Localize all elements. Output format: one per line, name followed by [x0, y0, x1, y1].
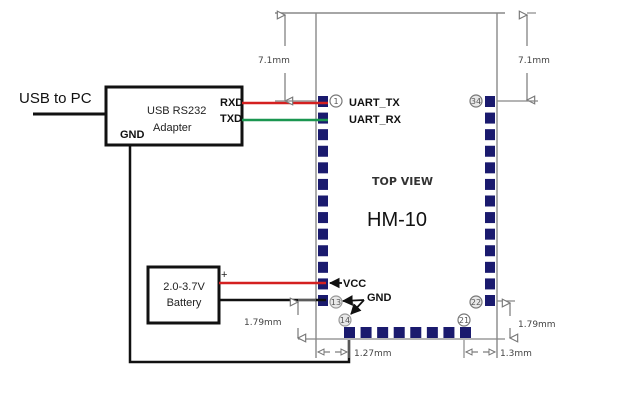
pad-pin-25 — [485, 245, 495, 257]
dimension-bottom-right-horizontal-label: 1.3mm — [500, 349, 532, 359]
pad-pin-9 — [318, 228, 328, 240]
pad-pin-4 — [318, 145, 328, 157]
pad-pin-7 — [318, 195, 328, 207]
pad-pin-15 — [360, 327, 372, 338]
dimension-top-right-label: 7.1mm — [518, 56, 550, 66]
pad-pin-19 — [426, 327, 438, 338]
pad-pin-29 — [485, 178, 495, 190]
svg-text:34: 34 — [471, 97, 481, 106]
pin-marker-1: 1 — [329, 94, 343, 108]
pad-pin-22 — [485, 295, 495, 306]
pad-pin-18 — [410, 327, 422, 338]
pin-marker-13: 13 — [329, 295, 343, 309]
pad-pin-33 — [485, 112, 495, 124]
vcc-label: VCC — [343, 278, 366, 290]
pad-pin-30 — [485, 162, 495, 174]
pad-pin-16 — [377, 327, 389, 338]
pad-pin-23 — [485, 278, 495, 290]
pad-pin-2 — [318, 112, 328, 124]
svg-text:21: 21 — [459, 316, 469, 325]
dimension-bottom-left-vertical: 1.79mm — [244, 300, 316, 338]
pad-pin-3 — [318, 129, 328, 141]
dimension-top-left-label: 7.1mm — [258, 56, 290, 66]
gnd-label: GND — [367, 292, 392, 304]
uart-rx-label: UART_RX — [349, 114, 402, 126]
gnd-arrow-pin13 — [341, 295, 365, 306]
dimension-bottom-left-horizontal: 1.27mm — [316, 340, 392, 359]
adapter-txd-label: TXD — [220, 113, 242, 125]
module-title: HM-10 — [367, 209, 427, 231]
pin-marker-14: 14 — [338, 313, 352, 327]
usb-rs232-adapter: USB RS232 Adapter RXD TXD GND — [104, 85, 244, 147]
pad-pin-24 — [485, 261, 495, 273]
pads-bottom-row — [344, 327, 471, 338]
adapter-rxd-label: RXD — [220, 97, 243, 109]
dimension-bottom-left-horizontal-label: 1.27mm — [354, 349, 392, 359]
battery-box — [146, 265, 221, 325]
pads-right-column — [485, 96, 495, 306]
adapter-gnd-label: GND — [120, 129, 145, 141]
dimension-top-right: 7.1mm — [497, 13, 550, 101]
battery-line2: Battery — [167, 297, 202, 309]
svg-text:22: 22 — [471, 298, 481, 307]
adapter-line2: Adapter — [153, 122, 192, 134]
adapter-line1: USB RS232 — [147, 105, 206, 117]
pin-marker-21: 21 — [457, 313, 471, 327]
pad-pin-21 — [460, 327, 471, 338]
pad-pin-5 — [318, 162, 328, 174]
pad-pin-20 — [443, 327, 455, 338]
battery-plus-label: + — [221, 269, 227, 281]
dimension-bottom-left-vertical-label: 1.79mm — [244, 318, 282, 328]
pad-pin-14 — [344, 327, 355, 338]
pad-pin-17 — [393, 327, 405, 338]
pad-pin-1 — [318, 96, 328, 107]
pad-pin-27 — [485, 212, 495, 224]
usb-to-pc-label: USB to PC — [19, 90, 92, 107]
pads-left-column — [318, 96, 328, 306]
pad-pin-10 — [318, 245, 328, 257]
svg-text:13: 13 — [331, 298, 341, 307]
battery-line1: 2.0-3.7V — [163, 281, 205, 293]
pin-marker-22: 22 — [469, 295, 483, 309]
pad-pin-34 — [485, 96, 495, 107]
uart-tx-label: UART_TX — [349, 97, 400, 109]
dimension-bottom-right-vertical-label: 1.79mm — [518, 320, 556, 330]
adapter-box — [104, 85, 244, 147]
pad-pin-31 — [485, 145, 495, 157]
pad-pin-28 — [485, 195, 495, 207]
pad-pin-26 — [485, 228, 495, 240]
pad-pin-32 — [485, 129, 495, 141]
svg-text:1: 1 — [333, 97, 338, 106]
pin-marker-34: 34 — [469, 94, 483, 108]
svg-text:14: 14 — [340, 316, 350, 325]
dimension-bottom-right-vertical: 1.79mm — [497, 301, 556, 338]
pad-pin-6 — [318, 178, 328, 190]
top-view-label: TOP VIEW — [372, 175, 433, 188]
dimension-bottom-right-horizontal: 1.3mm — [463, 340, 532, 359]
gnd-arrow-pin14 — [350, 299, 365, 315]
pad-pin-8 — [318, 212, 328, 224]
pad-pin-11 — [318, 261, 328, 273]
dimension-top-left: 7.1mm — [258, 15, 316, 101]
battery: 2.0-3.7V Battery + — [146, 265, 227, 325]
